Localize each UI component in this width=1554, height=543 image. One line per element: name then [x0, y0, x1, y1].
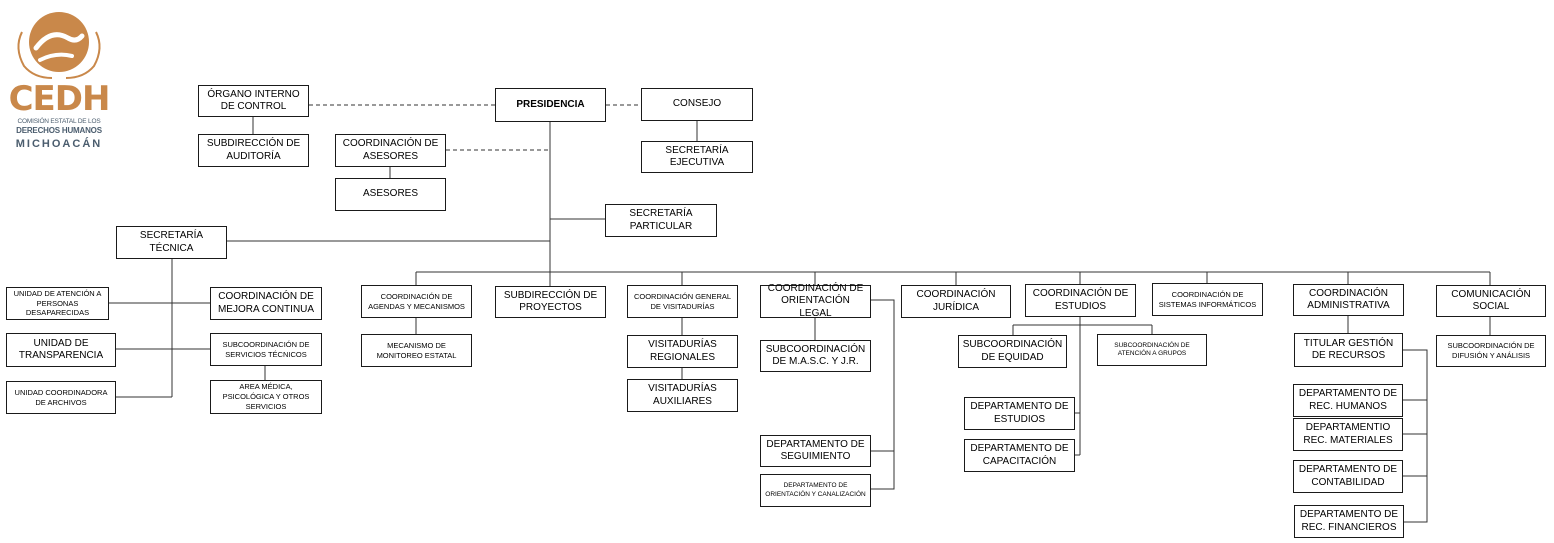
cedh-logo: CEDH COMISIÓN ESTATAL DE LOS DERECHOS HU… — [6, 8, 112, 154]
node-area-medica: AREA MÉDICA, PSICOLÓGICA Y OTROS SERVICI… — [210, 380, 322, 414]
node-coord-administrativa: COORDINACIÓN ADMINISTRATIVA — [1293, 284, 1404, 316]
node-organo-interno: ÓRGANO INTERNO DE CONTROL — [198, 85, 309, 117]
node-secretaria-particular: SECRETARÍA PARTICULAR — [605, 204, 717, 237]
node-depto-seguimiento: DEPARTAMENTO DE SEGUIMIENTO — [760, 435, 871, 467]
node-comunicacion-social: COMUNICACIÓN SOCIAL — [1436, 285, 1546, 317]
node-unidad-transparencia: UNIDAD DE TRANSPARENCIA — [6, 333, 116, 367]
node-coord-sistemas: COORDINACIÓN DE SISTEMAS INFORMÁTICOS — [1152, 283, 1263, 316]
node-visit-regionales: VISITADURÍAS REGIONALES — [627, 335, 738, 368]
node-coord-estudios: COORDINACIÓN DE ESTUDIOS — [1025, 284, 1136, 317]
node-depto-capacitacion: DEPARTAMENTO DE CAPACITACIÓN — [964, 439, 1075, 472]
node-presidencia: PRESIDENCIA — [495, 88, 606, 122]
node-depto-estudios: DEPARTAMENTO DE ESTUDIOS — [964, 397, 1075, 430]
node-depto-financieros: DEPARTAMENTO DE REC. FINANCIEROS — [1294, 505, 1404, 538]
node-visit-auxiliares: VISITADURÍAS AUXILIARES — [627, 379, 738, 412]
node-unidad-atencion: UNIDAD DE ATENCIÓN A PERSONAS DESAPARECI… — [6, 287, 109, 320]
node-subcoord-atencion-grupos: SUBCOORDINACIÓN DE ATENCIÓN A GRUPOS — [1097, 334, 1207, 366]
node-coord-juridica: COORDINACIÓN JURÍDICA — [901, 285, 1011, 318]
node-coord-visitadurias: COORDINACIÓN GENERAL DE VISITADURÍAS — [627, 285, 738, 318]
logo-line-2: DERECHOS HUMANOS — [16, 126, 102, 135]
logo-line-1: COMISIÓN ESTATAL DE LOS — [17, 118, 101, 125]
node-subcoord-difusion: SUBCOORDINACIÓN DE DIFUSIÓN Y ANÁLISIS — [1436, 335, 1546, 367]
node-mecanismo-monitoreo: MECANISMO DE MONITOREO ESTATAL — [361, 334, 472, 367]
node-subcoord-servicios: SUBCOORDINACIÓN DE SERVICIOS TÉCNICOS — [210, 333, 322, 366]
node-titular-gestion: TITULAR GESTIÓN DE RECURSOS — [1294, 333, 1403, 367]
node-secretaria-tecnica: SECRETARÍA TÉCNICA — [116, 226, 227, 259]
node-depto-humanos: DEPARTAMENTO DE REC. HUMANOS — [1293, 384, 1403, 417]
node-consejo: CONSEJO — [641, 88, 753, 121]
logo-acronym: CEDH — [8, 79, 111, 119]
node-coord-mejora: COORDINACIÓN DE MEJORA CONTINUA — [210, 287, 322, 320]
node-depto-contabilidad: DEPARTAMENTO DE CONTABILIDAD — [1293, 460, 1403, 493]
node-subcoord-equidad: SUBCOORDINACIÓN DE EQUIDAD — [958, 335, 1067, 368]
node-coord-agendas: COORDINACIÓN DE AGENDAS Y MECANISMOS — [361, 285, 472, 318]
node-coord-asesores: COORDINACIÓN DE ASESORES — [335, 134, 446, 167]
node-depto-materiales: DEPARTAMENTIO REC. MATERIALES — [1293, 418, 1403, 451]
node-secretaria-ejecutiva: SECRETARÍA EJECUTIVA — [641, 141, 753, 173]
node-unidad-archivos: UNIDAD COORDINADORA DE ARCHIVOS — [6, 381, 116, 414]
node-asesores: ASESORES — [335, 178, 446, 211]
node-subdir-proyectos: SUBDIRECCIÓN DE PROYECTOS — [495, 286, 606, 318]
cedh-emblem-icon — [17, 12, 101, 79]
node-subdireccion-auditoria: SUBDIRECCIÓN DE AUDITORÍA — [198, 134, 309, 167]
node-depto-orientacion: DEPARTAMENTO DE ORIENTACIÓN Y CANALIZACI… — [760, 474, 871, 507]
node-coord-orientacion: COORDINACIÓN DE ORIENTACIÓN LEGAL — [760, 283, 871, 319]
logo-line-3: MICHOACÁN — [15, 138, 103, 150]
node-subcoord-masc: SUBCOORDINACIÓN DE M.A.S.C. Y J.R. — [760, 340, 871, 372]
